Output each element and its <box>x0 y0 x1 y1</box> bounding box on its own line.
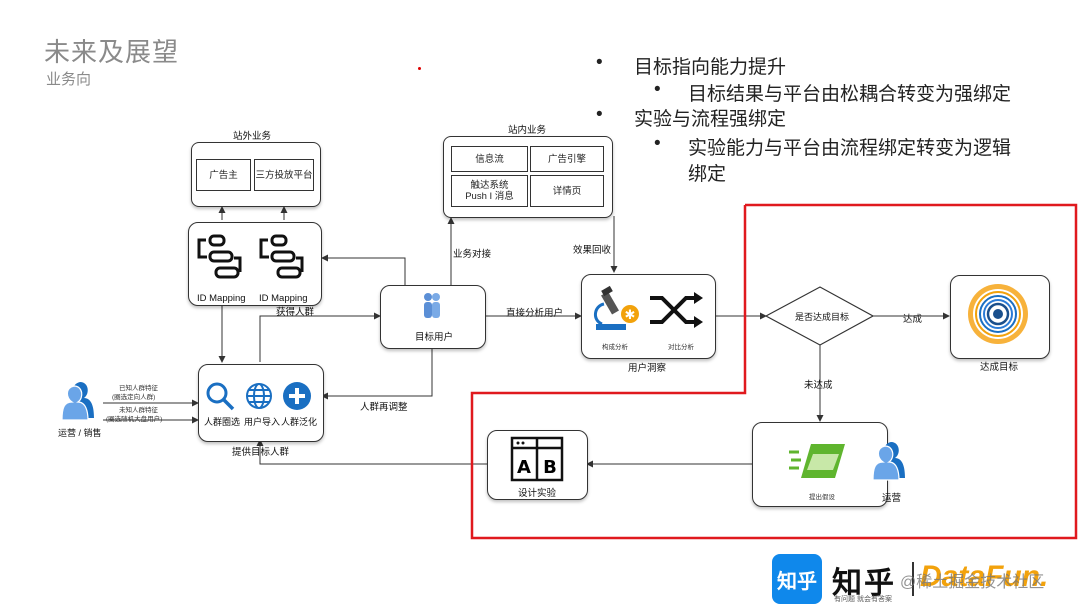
people-icon <box>424 293 440 318</box>
red-dot <box>418 67 421 70</box>
ab-test-icon: A B <box>510 436 564 482</box>
globe-icon <box>246 383 272 409</box>
unknown-feature-note: (圈选随机大盘用户) <box>106 416 163 423</box>
watermark: @稀土掘金技术社区 <box>900 574 1045 591</box>
id-mapping-box <box>188 222 322 306</box>
footer-divider <box>912 562 914 596</box>
bullet-2-1: •实验能力与平台由流程绑定转变为逻辑 <box>654 133 1012 159</box>
known-feature: 已知人群特征 <box>119 385 158 392</box>
crowd-tool-label: 人群泛化 <box>281 417 318 427</box>
decision-diamond <box>764 286 875 346</box>
ops-label: 运营 <box>882 493 902 504</box>
edge-label: 直接分析用户 <box>506 308 564 319</box>
microscope-icon: ✱ <box>594 285 639 330</box>
id-mapping-icon <box>197 234 242 279</box>
page-title: 未来及展望 <box>44 37 180 67</box>
id-mapping-label: ID Mapping <box>259 293 308 304</box>
operator-avatar-icon <box>61 382 94 421</box>
zhihu-logo: 知乎 <box>772 554 822 604</box>
bullet-2-1-cont: 绑定 <box>688 164 727 185</box>
bullet-1: •目标指向能力提升 <box>596 52 787 78</box>
svg-text:A: A <box>517 457 531 478</box>
bullet-2: •实验与流程强绑定 <box>596 104 787 130</box>
plus-icon <box>283 382 311 410</box>
crowd-tool-label: 用户导入 <box>244 417 281 427</box>
external-title: 站外业务 <box>233 131 272 142</box>
internal-item: 信息流 <box>451 146 528 172</box>
internal-title: 站内业务 <box>508 125 547 136</box>
svg-text:✱: ✱ <box>625 308 636 323</box>
hypothesis-label: 提出假设 <box>809 494 835 501</box>
internal-item: 详情页 <box>530 175 604 207</box>
edge-label: 获得人群 <box>276 307 315 318</box>
edge-label: 人群再调整 <box>360 402 408 413</box>
internal-item: 广告引擎 <box>530 146 604 172</box>
page-subtitle: 业务向 <box>46 71 92 88</box>
edge-label: 效果回收 <box>573 245 612 256</box>
insight-right-label: 对比分析 <box>668 344 694 351</box>
insight-box <box>581 274 716 359</box>
operator-avatar-icon <box>872 442 905 481</box>
bullet-1-1: •目标结果与平台由松耦合转变为强绑定 <box>654 79 1012 105</box>
zhihu-wordmark: 知乎 <box>832 567 896 600</box>
crowd-tool-label: 人群圈选 <box>204 417 241 427</box>
insight-label: 用户洞察 <box>628 363 667 374</box>
edge-label-not-reached: 未达成 <box>804 380 833 391</box>
shuffle-icon <box>650 292 703 328</box>
decision-label: 是否达成目标 <box>795 312 850 322</box>
known-feature-note: (圈选定向人群) <box>112 394 156 401</box>
goal-label: 达成目标 <box>980 362 1019 373</box>
external-item: 广告主 <box>196 159 251 191</box>
zhihu-slogan: 有问题 就会有答案 <box>834 596 892 603</box>
hypothesis-icon <box>789 444 845 478</box>
ops-sales-label: 运营 / 销售 <box>58 428 102 438</box>
insight-left-label: 构成分析 <box>602 344 628 351</box>
edge-label: 业务对接 <box>453 249 492 260</box>
target-icon <box>968 284 1028 344</box>
search-icon <box>206 382 235 411</box>
edge-label: 提供目标人群 <box>232 447 290 458</box>
external-item: 三方投放平台 <box>254 159 314 191</box>
unknown-feature: 未知人群特征 <box>119 407 158 414</box>
datafun-logo: DataFun. <box>920 560 1049 593</box>
id-mapping-icon <box>259 234 304 279</box>
design-label: 设计实验 <box>518 488 557 499</box>
edge-label-reached: 达成 <box>903 314 923 325</box>
target-user-label: 目标用户 <box>415 332 454 343</box>
svg-text:B: B <box>543 457 557 478</box>
id-mapping-label: ID Mapping <box>197 293 246 304</box>
